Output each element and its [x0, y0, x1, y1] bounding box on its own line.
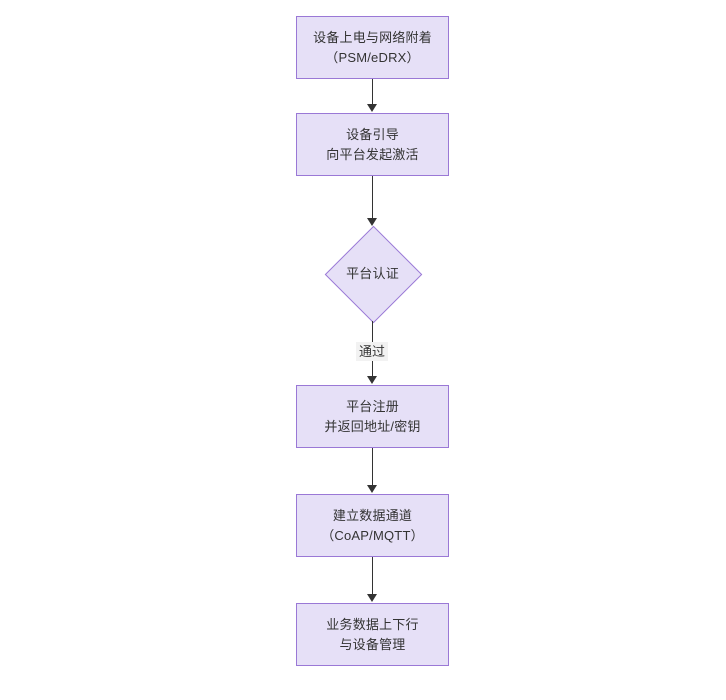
- node-power-attach-line-2: （PSM/eDRX）: [325, 49, 420, 65]
- edge-label-pass: 通过: [355, 342, 389, 361]
- node-register-line-2: 并返回地址/密钥: [324, 418, 421, 434]
- node-power-attach[interactable]: 设备上电与网络附着 （PSM/eDRX）: [296, 16, 449, 79]
- arrowhead-power-attach-to-bootstrap: [367, 104, 377, 112]
- node-auth-decision[interactable]: 平台认证: [324, 225, 423, 324]
- node-channel[interactable]: 建立数据通道 （CoAP/MQTT）: [296, 494, 449, 557]
- arrowhead-register-to-channel: [367, 485, 377, 493]
- node-bootstrap-line-1: 设备引导: [346, 126, 399, 142]
- arrowhead-auth-to-register: [367, 376, 377, 384]
- connector-channel-to-data-mgmt: [372, 557, 373, 595]
- node-data-mgmt-line-1: 业务数据上下行: [326, 616, 419, 632]
- node-channel-line-2: （CoAP/MQTT）: [321, 527, 424, 543]
- node-power-attach-line-1: 设备上电与网络附着: [313, 29, 432, 45]
- node-channel-line-1: 建立数据通道: [332, 507, 413, 523]
- node-data-mgmt[interactable]: 业务数据上下行 与设备管理: [296, 603, 449, 666]
- node-bootstrap-line-2: 向平台发起激活: [326, 146, 419, 162]
- node-register-line-1: 平台注册: [346, 398, 399, 414]
- arrowhead-channel-to-data-mgmt: [367, 594, 377, 602]
- node-auth-decision-label: 平台认证: [346, 265, 399, 281]
- node-data-mgmt-line-2: 与设备管理: [339, 636, 406, 652]
- connector-bootstrap-to-auth: [372, 176, 373, 219]
- node-bootstrap[interactable]: 设备引导 向平台发起激活: [296, 113, 449, 176]
- node-register[interactable]: 平台注册 并返回地址/密钥: [296, 385, 449, 448]
- connector-power-attach-to-bootstrap: [372, 79, 373, 105]
- arrowhead-bootstrap-to-auth: [367, 218, 377, 226]
- connector-register-to-channel: [372, 448, 373, 486]
